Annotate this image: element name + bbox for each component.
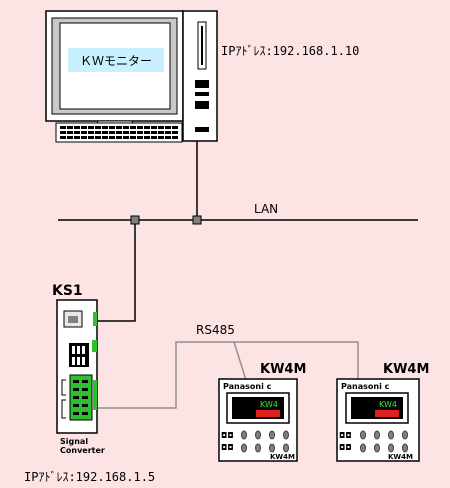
meter2-name: KW4M	[383, 362, 429, 377]
kw4m-meter-2: Panasoni c KW4 ◘◘ ◘◘ KW4M	[336, 378, 420, 462]
rs485-line	[97, 341, 359, 409]
ks1-lan-drop-line	[98, 224, 136, 322]
meter2-button-icon-1: ◘◘	[339, 431, 352, 440]
ks1-signal-converter	[56, 299, 98, 434]
rs485-branch-line	[233, 341, 247, 381]
pc-keyboard	[55, 122, 183, 143]
rs485-label: RS485	[196, 323, 235, 337]
meter2-button-icon-2: ◘◘	[339, 443, 352, 452]
monitor-screen-text: ＫＷモニター	[80, 54, 152, 68]
ks1-name: KS1	[52, 283, 83, 299]
terminal-block-icon	[69, 374, 93, 421]
meter1-model: KW4M	[270, 453, 295, 461]
pc-monitor: ＫＷモニター	[45, 10, 184, 131]
meter1-brand: Panasoni c	[223, 382, 272, 391]
meter1-name: KW4M	[260, 362, 306, 377]
meter1-display: KW4	[260, 400, 278, 409]
ks1-ip-address: IPｱﾄﾞﾚｽ:192.168.1.5	[24, 470, 155, 484]
monitor-screen-label-box	[68, 48, 164, 72]
ks1-lan-junction	[130, 215, 140, 225]
meter2-display: KW4	[379, 400, 397, 409]
meter2-model: KW4M	[388, 453, 413, 461]
ks1-caption-line2: Converter	[60, 446, 105, 455]
pc-tower	[182, 10, 218, 142]
lan-label: LAN	[254, 202, 278, 216]
meter2-brand: Panasoni c	[341, 382, 390, 391]
meter1-button-icon-2: ◘◘	[221, 443, 234, 452]
pc-ip-address: IPｱﾄﾞﾚｽ:192.168.1.10	[221, 44, 359, 58]
meter1-button-icon-1: ◘◘	[221, 431, 234, 440]
pc-lan-junction	[192, 215, 202, 225]
ks1-caption-line1: Signal	[60, 437, 88, 446]
kw4m-meter-1: Panasoni c KW4 ◘◘ ◘◘ KW4M	[218, 378, 298, 462]
